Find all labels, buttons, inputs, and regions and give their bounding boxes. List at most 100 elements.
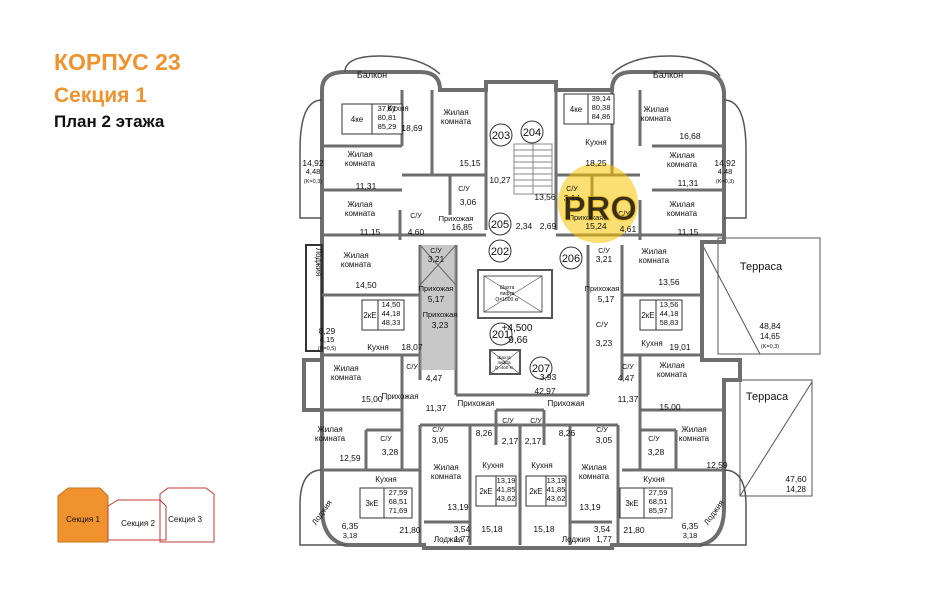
service-zone-west	[419, 244, 457, 370]
plan-label: Лоджия	[562, 535, 590, 544]
plan-label: 15,15	[459, 158, 481, 168]
plan-label: 10,27	[489, 175, 511, 185]
plan-label: комната	[331, 373, 362, 382]
plan-label: 15,18	[481, 524, 503, 534]
apartment-type: 2кЕ	[529, 487, 542, 496]
plan-label: лифта	[497, 360, 511, 365]
plan-label: 4,60	[408, 227, 425, 237]
plan-label: С/У	[596, 320, 609, 329]
apartment-info-boxes	[341, 93, 683, 519]
plan-label: Терраса	[746, 391, 789, 403]
plan-label: Жилая	[343, 251, 368, 260]
plan-label: +4,500	[502, 323, 533, 334]
plan-label: Кухня	[367, 343, 388, 352]
highlight-circle	[558, 163, 638, 243]
plan-label: Кухня	[585, 138, 606, 147]
plan-label: 3,23	[596, 338, 613, 348]
plan-label: 2,34	[516, 221, 533, 231]
plan-label: 15,00	[361, 394, 383, 404]
plan-label: 1,77	[596, 535, 612, 544]
plan-label: 3,06	[460, 197, 477, 207]
plan-label: С/У	[530, 418, 542, 425]
apartment-area: 43,62	[547, 494, 566, 503]
plan-label: Прихожая	[457, 399, 494, 408]
plan-label: Прихожая	[439, 214, 474, 223]
apartment-area: 27,59	[649, 488, 668, 497]
room-circle-202	[488, 239, 512, 263]
minimap-section-2[interactable]: Секция 2	[121, 519, 155, 528]
plan-label: комната	[345, 159, 376, 168]
plan-label: (K=0,3)	[304, 179, 322, 185]
plan-label: 12,59	[706, 460, 728, 470]
apartment-area: 80,38	[592, 103, 611, 112]
apartment-area: 39,14	[592, 94, 611, 103]
building-outline	[302, 70, 742, 550]
plan-label: 21,80	[399, 525, 421, 535]
apartment-area: 13,19	[547, 476, 566, 485]
plan-label: Q=400 кг	[495, 365, 514, 370]
plan-label: 3,18	[343, 531, 358, 540]
plan-label: 3,23	[432, 320, 449, 330]
plan-label: 42,97	[534, 386, 556, 396]
plan-label: (K=0,5)	[318, 346, 336, 352]
apartment-area: 85,97	[649, 506, 668, 515]
plan-label: Жилая	[581, 463, 606, 472]
plan-label: Терраса	[740, 261, 783, 273]
apartment-type: 4ке	[351, 115, 364, 124]
room-number: 201	[492, 329, 510, 341]
plan-label: комната	[641, 114, 672, 123]
room-circle-207	[529, 356, 553, 380]
plan-label: 13,56	[534, 192, 556, 202]
plan-label: 5,17	[598, 294, 615, 304]
plan-label: Жилая	[669, 200, 694, 209]
watermark-pro: PRO	[563, 190, 637, 228]
plan-label: 48,84	[759, 321, 781, 331]
balcony-curves	[299, 55, 747, 546]
room-circle-204	[520, 120, 544, 144]
plan-label: комната	[341, 260, 372, 269]
apartment-type: 2кЕ	[479, 487, 492, 496]
plan-label: Жилая	[659, 361, 684, 370]
apartment-type: 2кЕ	[641, 311, 654, 320]
plan-label: 3,93	[540, 372, 557, 382]
section-title: Секция 1	[54, 84, 147, 107]
plan-label: комната	[679, 434, 710, 443]
plan-label: комната	[639, 256, 670, 265]
plan-label: 3,18	[683, 531, 698, 540]
plan-label: Жилая	[333, 364, 358, 373]
apartment-area: 80,81	[378, 113, 397, 122]
plan-label: 47,60	[785, 474, 807, 484]
plan-label: Кухня	[531, 461, 552, 470]
plan-label: Прихожая	[419, 284, 454, 293]
room-circle-203	[489, 123, 513, 147]
elevator-shafts	[477, 269, 553, 375]
plan-label: 11,15	[360, 227, 381, 237]
plan-label: комната	[667, 160, 698, 169]
room-circle-201	[489, 322, 513, 346]
plan-label: Кухня	[387, 104, 408, 113]
plan-label: 8,26	[476, 428, 493, 438]
minimap-section-3[interactable]: Секция 3	[168, 515, 202, 524]
apartment-type: 3кЕ	[365, 499, 378, 508]
apartment-area: 68,51	[389, 497, 408, 506]
plan-label: С/У	[598, 248, 610, 255]
plan-label: комната	[667, 209, 698, 218]
plan-label: 3,05	[596, 435, 613, 445]
plan-label: 4,48	[306, 167, 321, 176]
plan-label: 1,77	[454, 535, 470, 544]
room-circle-205	[488, 212, 512, 236]
terrace-lower	[739, 379, 813, 497]
plan-label: 6,35	[342, 521, 359, 531]
plan-label: 3,28	[648, 447, 665, 457]
plan-label: 3,28	[382, 447, 399, 457]
plan-label: Кухня	[641, 339, 662, 348]
room-number: 207	[532, 363, 550, 375]
plan-label: Прихожая	[381, 392, 418, 401]
plan-label: 12,59	[339, 453, 361, 463]
minimap-section-1[interactable]: Секция 1	[66, 515, 100, 524]
apartment-area: 27,59	[389, 488, 408, 497]
plan-label: 4,47	[618, 373, 635, 383]
apartment-area: 13,19	[497, 476, 516, 485]
plan-label: 14,92	[302, 158, 324, 168]
